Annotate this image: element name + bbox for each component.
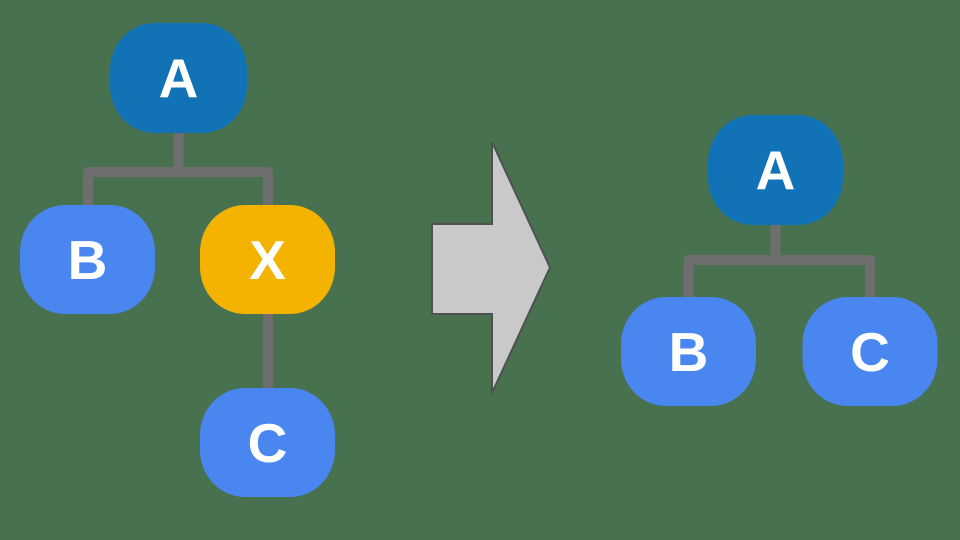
right-arrow-icon <box>431 141 552 394</box>
after-connector-root-to-children <box>683 220 875 302</box>
after-node-c-shape <box>802 297 938 406</box>
before-connector-root-to-children <box>83 128 273 212</box>
before-node-c-label: C <box>248 412 288 474</box>
after-node-b-label: B <box>669 321 709 383</box>
before-node-x-label: X <box>249 229 286 291</box>
before-node-b-label: B <box>68 229 108 291</box>
before-node-a-shape <box>110 23 247 133</box>
before-tree: A B X C <box>20 23 335 497</box>
after-node-a-shape <box>708 115 843 225</box>
after-node-b-shape <box>621 297 756 406</box>
before-node-x-shape <box>200 205 335 314</box>
before-node-c-shape <box>200 388 335 497</box>
after-tree: A B C <box>621 115 938 406</box>
after-node-c-label: C <box>850 321 890 383</box>
before-node-b-shape <box>20 205 155 314</box>
before-node-a-label: A <box>159 47 199 109</box>
after-node-a-label: A <box>756 139 796 201</box>
